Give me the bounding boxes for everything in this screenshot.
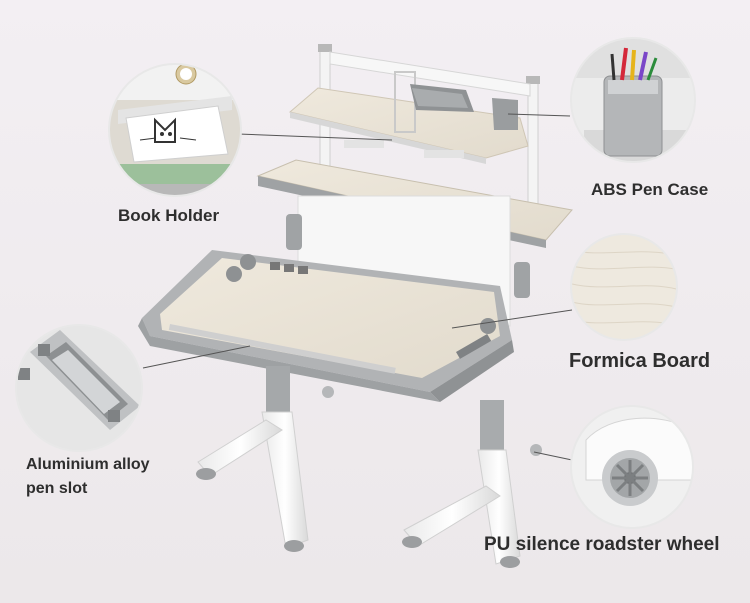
pen-slot-label-line2: pen slot [26, 480, 88, 497]
book-holder-label: Book Holder [118, 206, 220, 225]
desk-top [138, 250, 514, 402]
pen-slot-label-line1: Aluminium alloy [26, 456, 150, 473]
hutch [288, 44, 540, 209]
book-holder-zoom [109, 64, 241, 196]
wheel-zoom [571, 406, 693, 528]
formica-board-label: Formica Board [569, 350, 711, 372]
pen-case-zoom [571, 38, 695, 162]
wheel-label: PU silence roadster wheel [484, 534, 720, 555]
desk-legs [196, 366, 542, 568]
pen-case-label: ABS Pen Case [591, 180, 709, 199]
leader-lines [142, 113, 573, 461]
formica-board-zoom [571, 234, 677, 340]
pen-slot-label: Aluminium alloy pen slot [26, 453, 150, 501]
pen-slot-zoom [16, 325, 142, 451]
